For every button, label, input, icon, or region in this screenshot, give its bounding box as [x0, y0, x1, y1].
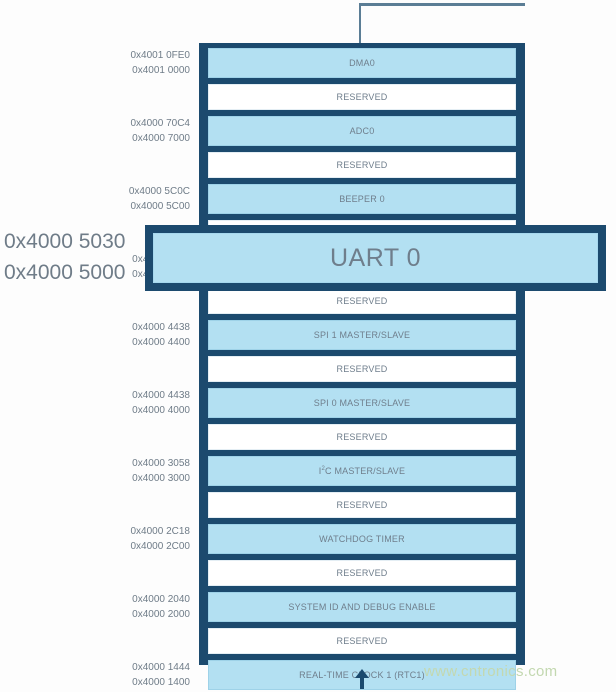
- memory-row-reserved[interactable]: RESERVED: [208, 84, 516, 110]
- address-high: 0x4000 2C18: [130, 526, 191, 537]
- address-low: 0x4000 4400: [132, 337, 190, 348]
- uart0-callout-label: UART 0: [153, 233, 598, 283]
- memory-row-label: RESERVED: [336, 635, 388, 646]
- address-high: 0x4000 4438: [132, 322, 190, 333]
- memory-row-block[interactable]: SYSTEM ID AND DEBUG ENABLE: [208, 592, 516, 622]
- address-high: 0x4000 4438: [132, 390, 190, 401]
- address-high: 0x4000 5C0C: [128, 186, 190, 197]
- address-low: 0x4000 2C00: [130, 541, 191, 552]
- superscript-two: 2: [321, 466, 326, 472]
- memory-row-label: I2C MASTER/SLAVE: [318, 466, 406, 476]
- memory-row-block[interactable]: SPI 0 MASTER/SLAVE: [208, 388, 516, 418]
- address-high: 0x4000 2040: [132, 594, 190, 605]
- address-pair: 0x4000 4438 0x4000 4000: [132, 388, 190, 418]
- memory-row-label: RESERVED: [336, 499, 388, 510]
- memory-row-label: DMA0: [349, 57, 375, 68]
- up-arrow-icon: [352, 668, 372, 690]
- memory-row-label: RESERVED: [336, 567, 388, 578]
- address-low: 0x4000 1400: [132, 677, 190, 688]
- address-high: 0x4001 0FE0: [130, 50, 191, 61]
- address-high: 0x4000 3058: [132, 458, 190, 469]
- memory-row-label: RESERVED: [336, 295, 388, 306]
- address-pair: 0x4000 70C4 0x4000 7000: [131, 116, 191, 146]
- memory-row-label: SYSTEM ID AND DEBUG ENABLE: [288, 601, 436, 612]
- memory-row-reserved[interactable]: RESERVED: [208, 288, 516, 314]
- address-pair: 0x4000 2C18 0x4000 2C00: [131, 524, 191, 554]
- memory-row-label: WATCHDOG TIMER: [319, 533, 405, 544]
- memory-row-reserved[interactable]: RESERVED: [208, 560, 516, 586]
- address-low: 0x4000 3000: [132, 473, 190, 484]
- memory-row-reserved[interactable]: RESERVED: [208, 492, 516, 518]
- address-pair: 0x4000 2040 0x4000 2000: [132, 592, 190, 622]
- memory-row-label: RESERVED: [336, 363, 388, 374]
- memory-row-label: SPI 1 MASTER/SLAVE: [313, 329, 411, 340]
- address-pair: 0x4001 0FE0 0x4001 0000: [131, 48, 191, 78]
- address-low: 0x4000 5C00: [130, 201, 191, 212]
- address-low: 0x4001 0000: [132, 65, 190, 76]
- address-pair: 0x4000 4438 0x4000 4400: [132, 320, 190, 350]
- memory-row-label: BEEPER 0: [339, 193, 385, 204]
- memory-row-block[interactable]: WATCHDOG TIMER: [208, 524, 516, 554]
- memory-row-reserved[interactable]: RESERVED: [208, 424, 516, 450]
- memory-row-label: RESERVED: [336, 91, 388, 102]
- address-pair: 0x4000 1444 0x4000 1400: [132, 660, 190, 690]
- memory-row-label: SPI 0 MASTER/SLAVE: [313, 397, 411, 408]
- address-low: 0x4000 7000: [132, 133, 190, 144]
- address-pair: 0x4000 5C0C 0x4000 5C00: [129, 184, 190, 214]
- memory-row-reserved[interactable]: RESERVED: [208, 628, 516, 654]
- memory-row-block[interactable]: BEEPER 0: [208, 184, 516, 214]
- address-high: 0x4000 1444: [132, 662, 190, 673]
- memory-row-block[interactable]: SPI 1 MASTER/SLAVE: [208, 320, 516, 350]
- address-high: 0x4000 70C4: [130, 118, 191, 129]
- memory-row-label: RESERVED: [336, 431, 388, 442]
- memory-row-label: ADC0: [349, 125, 375, 136]
- memory-row-block[interactable]: I2C MASTER/SLAVE: [208, 456, 516, 486]
- watermark: www.cntronics.com: [424, 663, 558, 680]
- memory-row-block[interactable]: ADC0: [208, 116, 516, 146]
- leader-line-horizontal: [359, 3, 525, 6]
- memory-row-reserved[interactable]: RESERVED: [208, 152, 516, 178]
- memory-row-reserved[interactable]: RESERVED: [208, 356, 516, 382]
- address-low: 0x4000 4000: [132, 405, 190, 416]
- callout-address-low: 0x4000 5000: [4, 261, 126, 284]
- callout-address-high: 0x4000 5030: [4, 230, 126, 253]
- address-low: 0x4000 2000: [132, 609, 190, 620]
- leader-line-vertical: [359, 4, 361, 44]
- address-pair: 0x4000 3058 0x4000 3000: [132, 456, 190, 486]
- memory-row-label: RESERVED: [336, 159, 388, 170]
- uart0-callout-box[interactable]: UART 0: [145, 225, 606, 291]
- callout-address-labels: 0x4000 5030 0x4000 5000: [4, 226, 140, 288]
- memory-row-block[interactable]: DMA0: [208, 48, 516, 78]
